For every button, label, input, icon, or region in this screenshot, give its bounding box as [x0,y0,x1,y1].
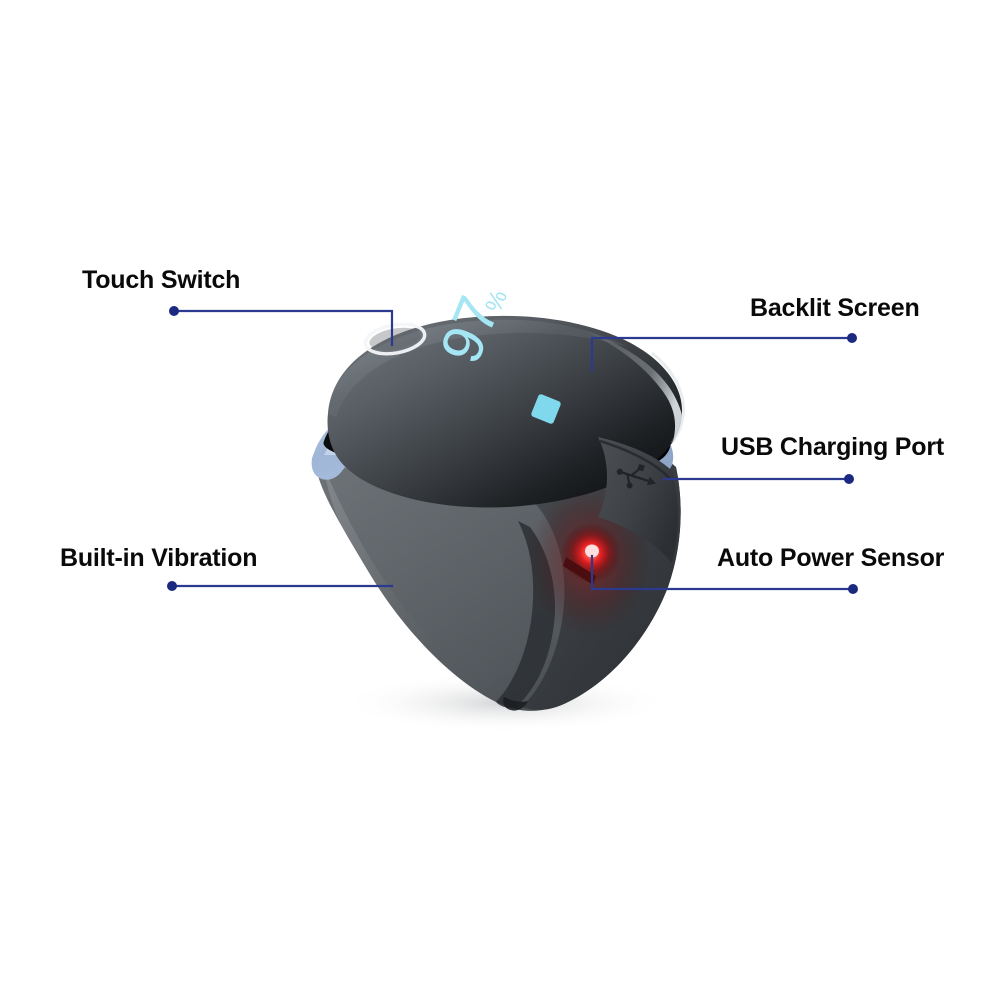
leader-line-backlit-screen [590,336,854,373]
callout-label-built-in-vibration[interactable]: Built-in Vibration [60,544,258,572]
leader-dot-touch-switch [169,306,179,316]
usb-side-panel-group [598,437,678,563]
top-shell-edge [651,351,685,444]
leader-dot-auto-power-sensor [848,584,858,594]
leader-line-touch-switch [172,309,394,347]
led-slot [563,557,596,585]
leader-dot-usb-charging-port [844,474,854,484]
battery-icon-body [531,394,561,424]
top-shell-group [327,315,683,508]
callout-label-usb-charging-port[interactable]: USB Charging Port [721,433,944,461]
callout-label-auto-power-sensor[interactable]: Auto Power Sensor [717,544,945,572]
usb-icon [616,463,656,489]
leader-dot-backlit-screen [847,333,857,343]
usb-panel-seam [599,439,671,480]
top-shell [327,315,683,508]
callout-label-backlit-screen[interactable]: Backlit Screen [750,294,920,322]
callout-label-touch-switch[interactable]: Touch Switch [82,266,241,294]
leader-line-auto-power-sensor [590,554,855,591]
product-illustration: 97 % [280,286,720,735]
top-shell-specular [327,319,628,417]
battery-indicator-icon [531,394,561,424]
clip-bottom-notch [503,697,528,711]
led-core [585,544,599,558]
top-shell-rim-light [580,329,683,455]
leader-dot-built-in-vibration [167,581,177,591]
touch-switch-inner [369,327,421,351]
